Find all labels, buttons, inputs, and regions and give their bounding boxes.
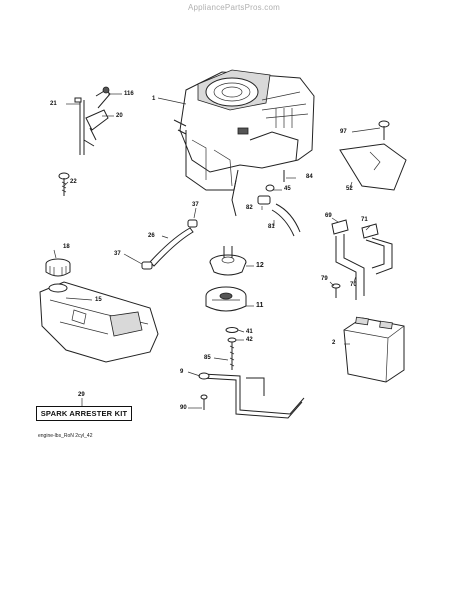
throttle-control-illustration <box>74 86 111 155</box>
callout-20: 20 <box>116 113 123 119</box>
callout-97: 97 <box>340 129 347 135</box>
leader-lines <box>53 93 381 409</box>
pto-clutch-illustration <box>205 286 247 312</box>
callout-52: 52 <box>346 186 353 192</box>
callout-18: 18 <box>63 244 70 250</box>
callout-84: 84 <box>306 174 313 180</box>
callout-37-upper: 37 <box>192 202 199 208</box>
callout-41: 41 <box>246 329 253 335</box>
callout-15: 15 <box>95 297 102 303</box>
engine-illustration <box>173 69 315 191</box>
clutch-bolt-illustration <box>225 327 239 370</box>
spark-plug-wire-illustration <box>231 170 301 237</box>
fuel-cap-illustration <box>45 258 71 277</box>
callout-1: 1 <box>152 96 156 102</box>
spark-arrester-kit-label: SPARK ARRESTER KIT <box>36 406 132 421</box>
callout-116: 116 <box>124 91 134 97</box>
callout-2: 2 <box>332 340 336 346</box>
callout-69: 69 <box>325 213 332 219</box>
callout-26: 26 <box>148 233 155 239</box>
callout-29: 29 <box>78 392 85 398</box>
diagram-caption: engine-lbs_RoN 2cyl_42 <box>38 433 93 439</box>
exhaust-pipe-illustration <box>331 219 393 300</box>
fuel-tank-illustration <box>39 281 159 363</box>
pulley-illustration <box>209 246 247 276</box>
callout-45: 45 <box>284 186 291 192</box>
callout-37-lower: 37 <box>114 251 121 257</box>
callout-71: 71 <box>361 217 368 223</box>
callout-42: 42 <box>246 337 253 343</box>
callout-85: 85 <box>204 355 211 361</box>
callout-82: 82 <box>246 205 253 211</box>
muffler-illustration <box>343 316 405 383</box>
watermark: AppliancePartsPros.com <box>188 3 280 12</box>
rod-assembly-illustration <box>198 372 305 419</box>
callout-21: 21 <box>50 101 57 107</box>
callout-90: 90 <box>180 405 187 411</box>
fuel-hose-illustration <box>141 219 198 270</box>
heat-shield-illustration <box>339 120 407 191</box>
callout-11: 11 <box>256 302 264 309</box>
callout-79: 79 <box>321 276 328 282</box>
callout-12: 12 <box>256 262 264 269</box>
callout-9: 9 <box>180 369 184 375</box>
bolt-22-illustration <box>58 172 70 196</box>
callout-22: 22 <box>70 179 77 185</box>
callout-70: 70 <box>350 282 357 288</box>
callout-81: 81 <box>268 224 275 230</box>
